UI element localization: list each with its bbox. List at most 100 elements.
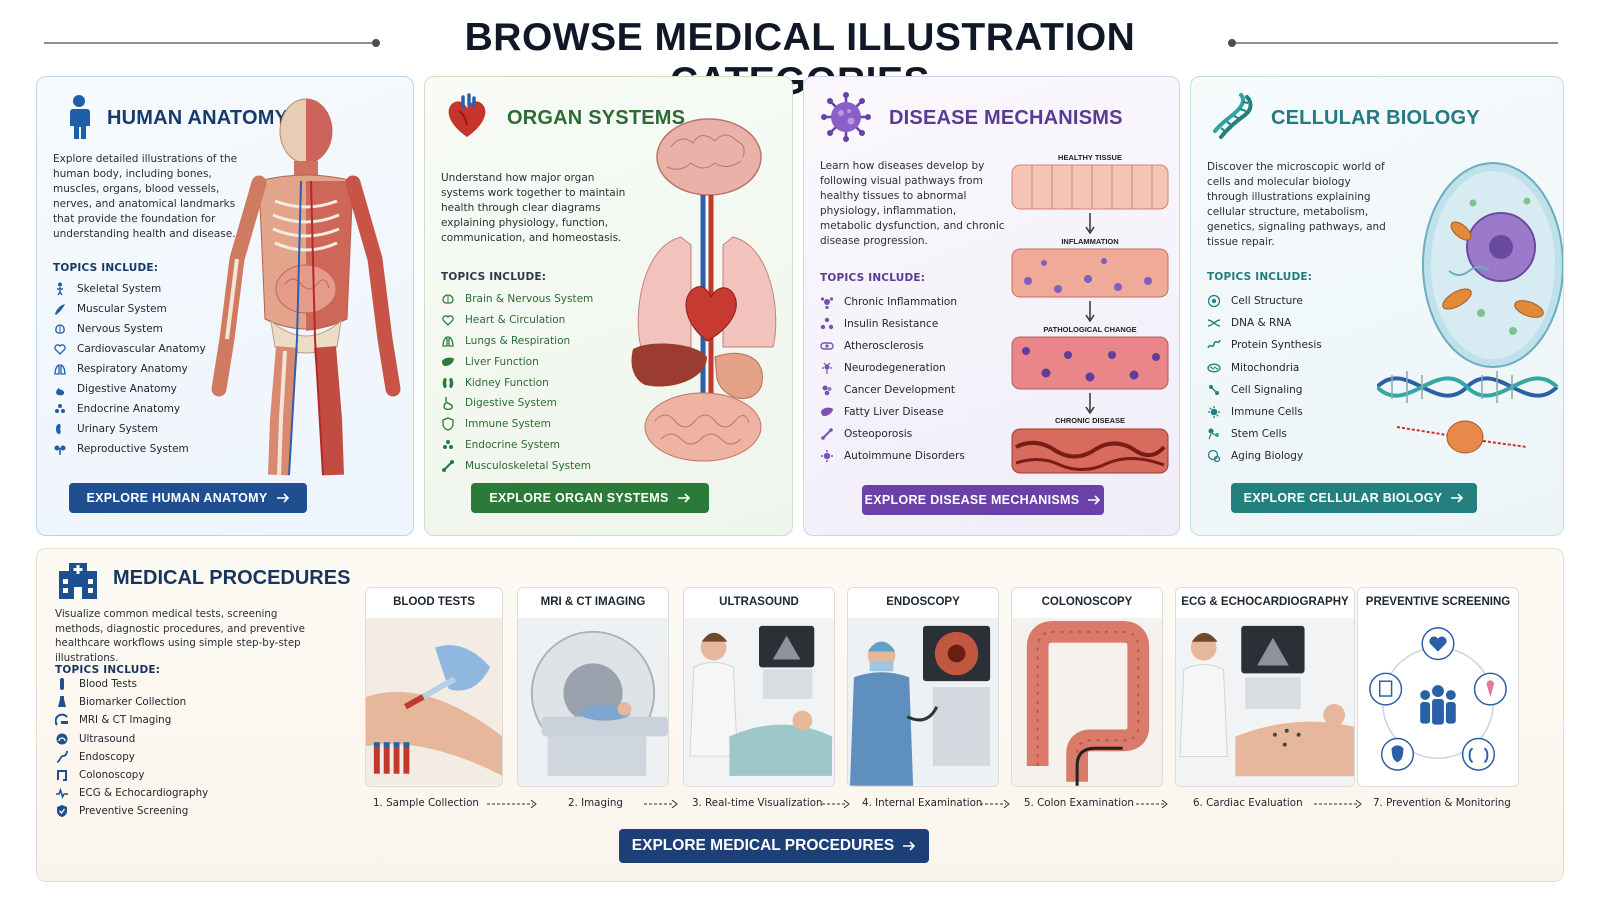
topics-label: TOPICS INCLUDE: [53, 262, 159, 274]
topic-label: Nervous System [77, 323, 163, 335]
ultrasound-illustration [684, 618, 834, 786]
topic-item[interactable]: Protein Synthesis [1207, 334, 1322, 356]
step-label: 1. Sample Collection [373, 797, 479, 809]
topic-item[interactable]: Ultrasound [55, 730, 208, 748]
step-card-endoscopy[interactable]: ENDOSCOPY [847, 587, 999, 787]
topic-label: Endocrine Anatomy [77, 403, 181, 415]
topic-item[interactable]: Immune Cells [1207, 401, 1322, 423]
topic-label: MRI & CT Imaging [79, 714, 172, 727]
topic-item[interactable]: Cardiovascular Anatomy [53, 339, 206, 359]
button-label: EXPLORE HUMAN ANATOMY [86, 491, 268, 505]
topic-label: Stem Cells [1231, 428, 1287, 441]
topic-item[interactable]: Immune System [441, 414, 593, 435]
step-title: BLOOD TESTS [393, 596, 475, 608]
step-card-mri-ct[interactable]: MRI & CT IMAGING [517, 587, 669, 787]
hospital-icon [59, 563, 97, 599]
explore-organ-systems-button[interactable]: EXPLORE ORGAN SYSTEMS [471, 483, 709, 513]
topic-item[interactable]: Endoscopy [55, 748, 208, 766]
topic-item[interactable]: Respiratory Anatomy [53, 359, 206, 379]
topic-item[interactable]: Colonoscopy [55, 766, 208, 784]
topic-item[interactable]: Osteoporosis [820, 423, 965, 445]
ecg-icon [56, 787, 68, 800]
step-card-preventive-screening[interactable]: PREVENTIVE SCREENING [1357, 587, 1519, 787]
step-label: 7. Prevention & Monitoring [1373, 797, 1511, 809]
shield-icon [442, 417, 454, 431]
explore-cellular-biology-button[interactable]: EXPLORE CELLULAR BIOLOGY [1231, 483, 1477, 513]
topic-item[interactable]: Biomarker Collection [55, 693, 208, 711]
topic-item[interactable]: Musculoskeletal System [441, 455, 593, 476]
topic-item[interactable]: DNA & RNA [1207, 312, 1322, 334]
explore-human-anatomy-button[interactable]: EXPLORE HUMAN ANATOMY [69, 483, 307, 513]
topic-item[interactable]: Muscular System [53, 299, 206, 319]
topic-label: Insulin Resistance [844, 318, 939, 330]
scanner-icon [55, 714, 68, 727]
procedures-description: Visualize common medical tests, screenin… [55, 608, 305, 664]
card-description: Understand how major organ systems work … [441, 172, 626, 244]
topic-item[interactable]: Kidney Function [441, 372, 593, 393]
topic-item[interactable]: Cancer Development [820, 379, 965, 401]
step-label: 4. Internal Examination [862, 797, 983, 809]
topic-item[interactable]: Autoimmune Disorders [820, 445, 965, 467]
topic-item[interactable]: Brain & Nervous System [441, 289, 593, 310]
step-card-ecg-echo[interactable]: ECG & ECHOCARDIOGRAPHY [1175, 587, 1355, 787]
preventive-screening-illustration [1358, 618, 1518, 786]
topic-item[interactable]: Endocrine System [441, 435, 593, 456]
topic-item[interactable]: Preventive Screening [55, 802, 208, 820]
explore-disease-mechanisms-button[interactable]: EXPLORE DISEASE MECHANISMS [862, 485, 1104, 515]
topic-label: Atherosclerosis [844, 340, 924, 352]
organ-systems-illustration [631, 118, 777, 462]
topic-item[interactable]: Cell Structure [1207, 290, 1322, 312]
topic-label: Colonoscopy [79, 769, 145, 782]
topic-item[interactable]: Liver Function [441, 351, 593, 372]
topic-item[interactable]: Digestive System [441, 393, 593, 414]
heart-outline-icon [54, 344, 66, 355]
topic-item[interactable]: Cell Signaling [1207, 379, 1322, 401]
card-title: HUMAN ANATOMY [107, 107, 289, 129]
topic-item[interactable]: Stem Cells [1207, 423, 1322, 445]
topic-item[interactable]: Aging Biology [1207, 445, 1322, 467]
topic-item[interactable]: Heart & Circulation [441, 310, 593, 331]
topic-list: Cell Structure DNA & RNA Protein Synthes… [1207, 290, 1322, 468]
topic-label: Autoimmune Disorders [844, 450, 965, 462]
arrow-right-icon [276, 493, 289, 503]
mri-illustration [518, 618, 668, 786]
topic-item[interactable]: Mitochondria [1207, 357, 1322, 379]
heart-icon [448, 93, 486, 137]
stage-label-chronic: CHRONIC DISEASE [1055, 416, 1125, 425]
topic-item[interactable]: Skeletal System [53, 279, 206, 299]
step-card-ultrasound[interactable]: ULTRASOUND [683, 587, 835, 787]
topic-item[interactable]: MRI & CT Imaging [55, 711, 208, 729]
topic-item[interactable]: Endocrine Anatomy [53, 399, 206, 419]
topic-item[interactable]: Atherosclerosis [820, 335, 965, 357]
dna-icon [1213, 93, 1253, 139]
topics-label: TOPICS INCLUDE: [55, 664, 161, 676]
topic-label: Aging Biology [1231, 450, 1304, 463]
topic-item[interactable]: Reproductive System [53, 439, 206, 459]
topic-item[interactable]: Blood Tests [55, 675, 208, 693]
person-icon [70, 95, 90, 139]
topic-item[interactable]: Nervous System [53, 319, 206, 339]
topic-label: Skeletal System [77, 283, 162, 295]
topic-item[interactable]: Fatty Liver Disease [820, 401, 965, 423]
topic-label: Biomarker Collection [79, 696, 187, 709]
topic-label: Digestive Anatomy [77, 383, 177, 395]
topic-item[interactable]: Urinary System [53, 419, 206, 439]
explore-medical-procedures-button[interactable]: EXPLORE MEDICAL PROCEDURES [619, 829, 929, 863]
topic-list: Chronic Inflammation Insulin Resistance … [820, 291, 965, 467]
button-label: EXPLORE MEDICAL PROCEDURES [631, 837, 895, 854]
topic-item[interactable]: Lungs & Respiration [441, 331, 593, 352]
step-card-colonoscopy[interactable]: COLONOSCOPY [1011, 587, 1163, 787]
step-card-blood-tests[interactable]: BLOOD TESTS [365, 587, 503, 787]
category-card-medical-procedures: MEDICAL PROCEDURES Visualize common medi… [36, 548, 1564, 882]
heart-outline-icon [442, 315, 454, 327]
button-label: EXPLORE ORGAN SYSTEMS [489, 491, 669, 505]
dashed-arrow-icon [980, 799, 1010, 809]
topic-item[interactable]: Chronic Inflammation [820, 291, 965, 313]
topic-item[interactable]: Neurodegeneration [820, 357, 965, 379]
topic-item[interactable]: ECG & Echocardiography [55, 784, 208, 802]
aging-icon [1207, 450, 1221, 463]
topic-label: Lungs & Respiration [465, 334, 571, 347]
muscle-icon [55, 304, 65, 315]
topic-item[interactable]: Digestive Anatomy [53, 379, 206, 399]
topic-item[interactable]: Insulin Resistance [820, 313, 965, 335]
